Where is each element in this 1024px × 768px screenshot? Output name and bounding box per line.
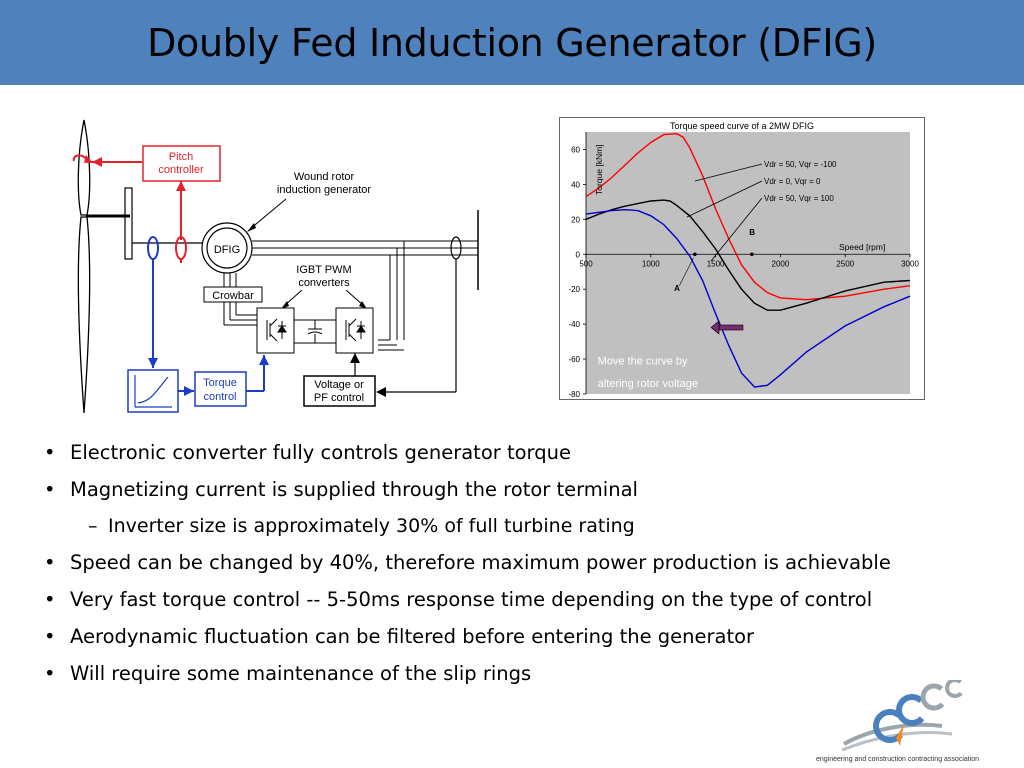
y-tick-label: 60 xyxy=(571,145,580,154)
wound-rotor-label: Wound rotor xyxy=(294,171,355,183)
y-tick-label: 0 xyxy=(576,250,581,259)
x-tick-label: 3000 xyxy=(901,259,919,268)
sub-bullet-item: Inverter size is approximately 30% of fu… xyxy=(44,510,984,547)
bullet-item: Very fast torque control -- 5-50ms respo… xyxy=(44,583,984,620)
shift-arrow-icon xyxy=(710,320,744,335)
torque-control-label-2: control xyxy=(203,391,236,403)
x-tick-label: 2500 xyxy=(836,259,854,268)
operating-point xyxy=(750,252,754,257)
igbt-converters xyxy=(256,307,374,354)
title-bar: Doubly Fed Induction Generator (DFIG) xyxy=(0,0,1024,85)
y-tick-label: 20 xyxy=(571,215,580,224)
annotation-text: Move the curve by xyxy=(598,355,688,367)
wound-rotor-label-2: induction generator xyxy=(277,184,372,196)
y-tick-label: -80 xyxy=(568,390,580,399)
ecca-logo xyxy=(841,680,965,752)
igbt-label-2: converters xyxy=(298,277,350,289)
legend-entry-3: Vdr = 50, Vqr = 100 xyxy=(764,194,834,203)
annotation-text: altering rotor voltage xyxy=(598,378,698,390)
pitch-controller-box xyxy=(142,145,221,182)
point-label-a: A xyxy=(674,284,680,293)
point-label-b: B xyxy=(749,228,755,237)
series-line-1 xyxy=(585,132,911,301)
pitch-controller-label: Pitch xyxy=(169,151,193,163)
chart-title: Torque speed curve of a 2MW DFIG xyxy=(670,121,814,131)
turbine-hub xyxy=(124,187,133,260)
y-tick-label: -60 xyxy=(568,355,580,364)
x-tick-label: 1500 xyxy=(707,259,725,268)
voltage-control-label-2: PF control xyxy=(314,392,364,404)
torque-control-label: Torque xyxy=(203,377,237,389)
y-tick-label: -20 xyxy=(568,285,580,294)
x-tick-label: 500 xyxy=(579,259,593,268)
crowbar-box xyxy=(203,286,263,303)
voltage-control-label: Voltage or xyxy=(314,379,364,391)
torque-curve-block xyxy=(127,369,179,413)
crowbar-label: Crowbar xyxy=(212,290,254,302)
x-axis-label: Speed [rpm] xyxy=(839,242,885,252)
stator-lines xyxy=(252,210,479,351)
bullet-item: Aerodynamic fluctuation can be filtered … xyxy=(44,620,984,657)
slide-title: Doubly Fed Induction Generator (DFIG) xyxy=(147,20,877,65)
x-tick-label: 2000 xyxy=(772,259,790,268)
igbt-label: IGBT PWM xyxy=(296,264,351,276)
bullet-list: Electronic converter fully controls gene… xyxy=(44,436,984,694)
legend-entry-2: Vdr = 0, Vqr = 0 xyxy=(764,177,821,186)
legend-entry-1: Vdr = 50, Vqr = -100 xyxy=(764,160,837,169)
voltage-control-box xyxy=(303,375,376,407)
torque-control-loop xyxy=(147,236,269,396)
logo-tagline: engineering and construction contracting… xyxy=(816,756,980,763)
y-tick-label: 40 xyxy=(571,180,580,189)
series-line-2 xyxy=(585,199,911,311)
turbine-blades-icon xyxy=(77,119,91,414)
pitch-control-loop xyxy=(72,154,187,263)
bullet-item: Speed can be changed by 40%, therefore m… xyxy=(44,546,984,583)
torque-control-box xyxy=(194,371,247,407)
dfig-generator-inner xyxy=(206,227,248,269)
y-tick-label: -40 xyxy=(568,320,580,329)
bullet-item: Electronic converter fully controls gene… xyxy=(44,436,984,473)
dfig-label: DFIG xyxy=(214,244,240,256)
bullet-item: Magnetizing current is supplied through … xyxy=(44,473,984,510)
y-axis-label: Torque [kNm] xyxy=(594,144,604,195)
operating-point xyxy=(693,252,697,257)
bullet-item: Will require some maintenance of the sli… xyxy=(44,657,984,694)
pitch-controller-label-2: controller xyxy=(158,164,204,176)
torque-speed-chart: Torque speed curve of a 2MW DFIG 6040200… xyxy=(559,117,925,400)
chart-plot-area xyxy=(586,132,910,394)
x-tick-label: 1000 xyxy=(642,259,660,268)
dfig-schematic-diagram: Pitch controller Wound rotor induction g… xyxy=(72,119,479,414)
series-line-3 xyxy=(585,208,911,388)
